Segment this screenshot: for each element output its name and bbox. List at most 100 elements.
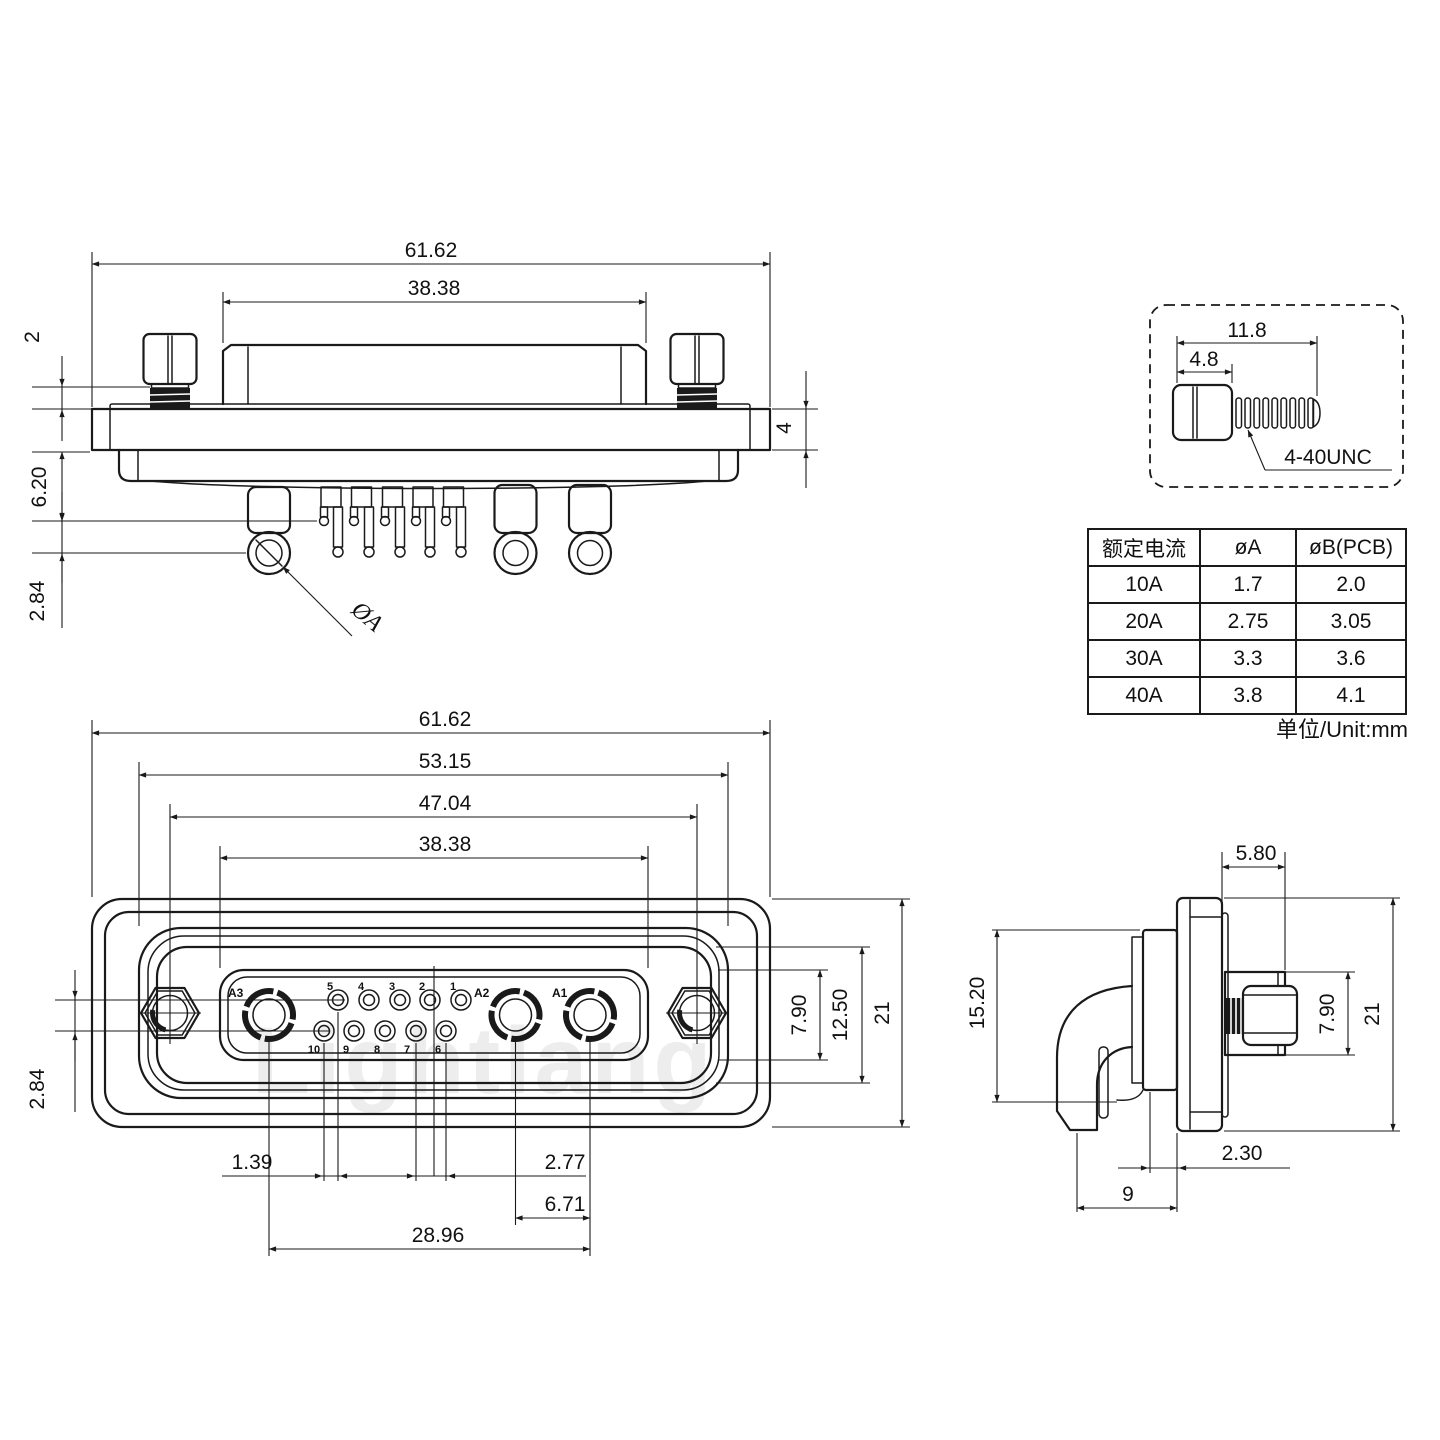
cell-current: 10A — [1087, 565, 1201, 604]
screw-outline — [1171, 383, 1321, 442]
cell-dia-a: 3.3 — [1199, 639, 1297, 678]
left-thumbscrew — [142, 332, 198, 386]
top-side-dimensions: 61.62 38.38 2 6.20 2.84 4 ØA — [21, 239, 818, 637]
front-view: 5 4 3 2 1 10 9 8 7 6 A3 A2 A1 — [26, 708, 910, 1256]
dim-side-pin-setback: 2.30 — [1222, 1142, 1263, 1165]
pin-stubs — [320, 486, 465, 508]
side-pcb-pin — [1098, 1046, 1109, 1119]
side-dimensions: 5.80 15.20 7.90 21 2.30 — [966, 842, 1400, 1212]
cell-current: 20A — [1087, 602, 1201, 641]
cell-dia-b: 3.05 — [1295, 602, 1407, 641]
table-row: 20A 2.75 3.05 — [1087, 602, 1407, 641]
detail-border — [1149, 304, 1404, 488]
dim-screw-head-length: 4.8 — [1189, 348, 1218, 371]
dim-front-contact-span: 28.96 — [412, 1224, 465, 1247]
dim-top-rear-depth: 6.20 — [28, 467, 51, 508]
right-side-view: 5.80 15.20 7.90 21 2.30 — [966, 842, 1400, 1212]
dim-side-body-depth: 9 — [1122, 1183, 1134, 1206]
dim-top-flange-thickness: 4 — [773, 422, 796, 434]
cell-current: 30A — [1087, 639, 1201, 678]
pin-label-2: 2 — [419, 981, 425, 993]
right-thumbscrew — [669, 332, 725, 386]
table-row: 30A 3.3 3.6 — [1087, 639, 1407, 678]
signal-contacts-top — [327, 989, 472, 1011]
rear-housing — [117, 448, 740, 483]
pin-label-9: 9 — [343, 1044, 349, 1056]
table-row: 40A 3.8 4.1 — [1087, 676, 1407, 715]
dim-top-total-width: 61.62 — [405, 239, 458, 262]
pin-labels: 5 4 3 2 1 10 9 8 7 6 A3 A2 A1 — [228, 981, 568, 1056]
dim-side-total-height: 21 — [1361, 1002, 1384, 1025]
dim-front-pin-pitch: 2.77 — [545, 1151, 586, 1174]
screw-dimensions: 11.8 4.8 4-40UNC — [1176, 319, 1392, 471]
table-header-rated-current: 额定电流 — [1087, 528, 1201, 567]
dim-side-body-height: 15.20 — [966, 977, 989, 1030]
table-row: 10A 1.7 2.0 — [1087, 565, 1407, 604]
dim-screw-total-length: 11.8 — [1227, 319, 1266, 342]
current-rating-table: 额定电流 øA øB(PCB) 10A 1.7 2.0 20A 2.75 3.0… — [1087, 528, 1407, 715]
pin-label-4: 4 — [358, 981, 365, 993]
table-header-dia-b: øB(PCB) — [1295, 528, 1407, 567]
front-outline: 5 4 3 2 1 10 9 8 7 6 A3 A2 A1 — [90, 897, 772, 1176]
side-thumbscrew — [1241, 984, 1299, 1047]
dim-front-power-pitch: 6.71 — [545, 1193, 586, 1216]
pin-label-3: 3 — [389, 981, 395, 993]
top-side-view: 61.62 38.38 2 6.20 2.84 4 ØA — [21, 239, 818, 637]
side-flange — [1175, 896, 1224, 1133]
side-body — [1141, 928, 1179, 1092]
dim-front-face-width: 38.38 — [419, 833, 472, 856]
unit-note: 单位/Unit:mm — [1275, 717, 1408, 742]
right-angle-arm — [1055, 984, 1134, 1132]
table-header-dia-a: øA — [1199, 528, 1297, 567]
pin-label-A2: A2 — [474, 986, 490, 1000]
cell-dia-a: 2.75 — [1199, 602, 1297, 641]
cell-dia-b: 2.0 — [1295, 565, 1407, 604]
pin-label-5: 5 — [327, 981, 333, 993]
right-screw-thread — [677, 388, 717, 409]
dim-top-pin-row-offset: 2.84 — [26, 580, 49, 621]
screw-thread-bars — [1235, 397, 1321, 429]
cell-dia-a: 3.8 — [1199, 676, 1297, 715]
power-contacts — [242, 988, 617, 1042]
pin-label-6: 6 — [435, 1044, 441, 1056]
pin-label-A1: A1 — [552, 986, 568, 1000]
pin-label-1: 1 — [450, 981, 456, 993]
dim-front-mount-span: 47.04 — [419, 792, 472, 815]
front-dimensions: 61.62 53.15 47.04 38.38 1.39 2.77 6.71 2… — [26, 708, 910, 1256]
pin-label-10: 10 — [308, 1044, 320, 1056]
outer-housing — [90, 897, 772, 1129]
screw-thread-spec: 4-40UNC — [1284, 446, 1372, 469]
table-header-row: 额定电流 øA øB(PCB) — [1087, 528, 1407, 567]
left-screw-thread — [150, 388, 190, 409]
pin-label-A3: A3 — [228, 986, 244, 1000]
screw-detail-view: 11.8 4.8 4-40UNC — [1149, 304, 1404, 488]
cell-current: 40A — [1087, 676, 1201, 715]
side-collar — [1131, 936, 1144, 1084]
side-outline — [1055, 896, 1299, 1133]
dim-side-screw-boss-height: 7.90 — [1316, 994, 1339, 1035]
power-pin-terminals — [246, 483, 613, 576]
top-side-outline — [90, 332, 772, 576]
pin-label-7: 7 — [404, 1044, 410, 1056]
dim-front-total-width: 61.62 — [419, 708, 472, 731]
pin-label-8: 8 — [374, 1044, 380, 1056]
dim-front-row-gap: 2.84 — [26, 1068, 49, 1109]
dim-front-panel-height: 12.50 — [829, 989, 852, 1042]
dim-top-screw-standoff: 2 — [21, 331, 44, 343]
short-signal-pins — [318, 506, 452, 527]
mating-shroud — [221, 343, 648, 406]
cell-dia-a: 1.7 — [1199, 565, 1297, 604]
cell-dia-b: 3.6 — [1295, 639, 1407, 678]
mounting-flange — [90, 407, 772, 452]
screw-head — [1171, 383, 1234, 442]
dim-front-total-height: 21 — [871, 1001, 894, 1024]
dim-top-shroud-width: 38.38 — [408, 277, 461, 300]
dim-top-pin-diameter: ØA — [345, 596, 387, 637]
long-signal-pins — [332, 506, 467, 558]
dim-front-row-stagger: 1.39 — [232, 1151, 273, 1174]
dim-front-face-height: 7.90 — [788, 995, 811, 1036]
cell-dia-b: 4.1 — [1295, 676, 1407, 715]
dim-side-screw-offset: 5.80 — [1236, 842, 1277, 865]
